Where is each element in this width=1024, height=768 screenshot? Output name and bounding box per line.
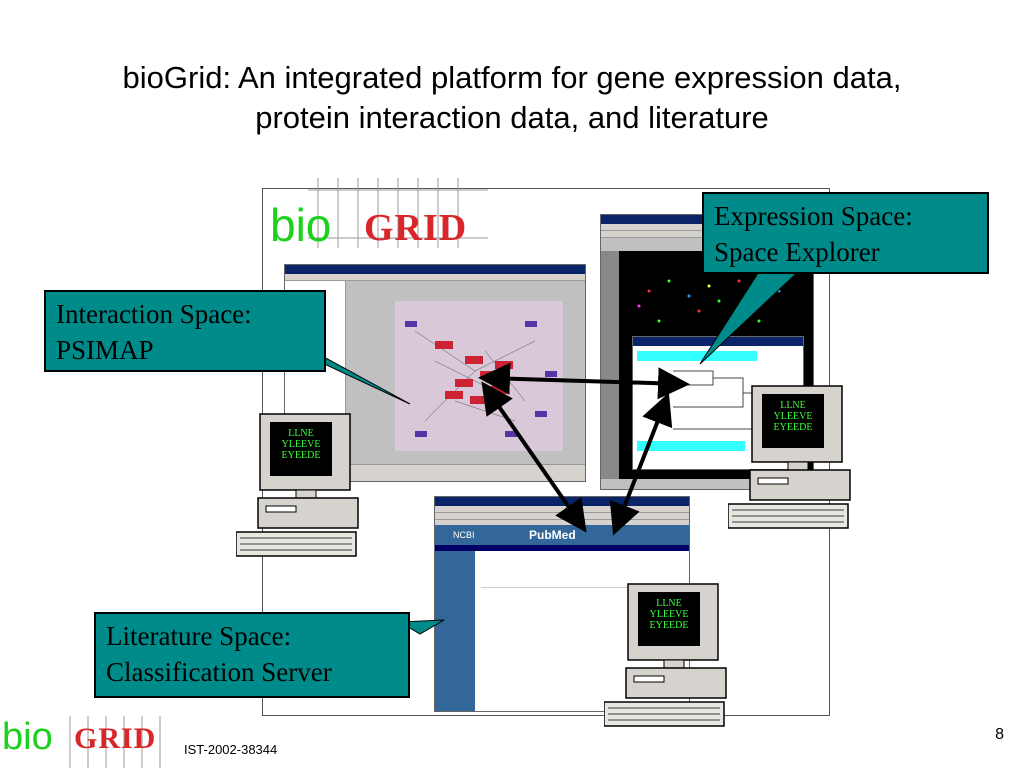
screen-text-line-3: EYEEDE [773,422,813,433]
slide-title-line-1: bioGrid: An integrated platform for gene… [122,60,902,95]
footer-logo-bio: bio [2,716,53,758]
callout-interaction-line-1: Interaction Space: [56,299,252,329]
callout-literature-line-1: Literature Space: [106,621,292,651]
project-id: IST-2002-38344 [184,742,278,757]
callout-literature-space: Literature Space: Classification Server [94,612,410,698]
footer-logo-lines [69,716,161,768]
screen-text-line-2: YLEEVE [773,411,813,422]
callout-expression-line-1: Expression Space: [714,201,913,231]
computer-icon-right: LLNE YLEEVE EYEEDE [727,382,858,537]
callout-interaction-line-2: PSIMAP [56,335,154,365]
footer-logo-grid: GRID [74,722,157,755]
screen-text-line-3: EYEEDE [281,450,321,461]
computer-icon-bottom: LLNE YLEEVE EYEEDE [603,580,734,735]
screen-text-line-3: EYEEDE [649,620,689,631]
screen-text-line-2: YLEEVE [281,439,321,450]
callout-expression-line-2: Space Explorer [714,237,880,267]
biogrid-logo-lines [308,178,488,248]
callout-expression-space: Expression Space: Space Explorer [702,192,989,274]
screen-text-line-1: LLNE [656,598,682,609]
ncbi-logo: NCBI [453,530,475,540]
logo-grid-text: GRID [364,207,468,249]
logo-bio-text: bio [270,199,332,251]
screen-text-line-1: LLNE [288,428,314,439]
callout-interaction-space: Interaction Space: PSIMAP [44,290,326,372]
screen-text-line-2: YLEEVE [649,609,689,620]
callout-literature-line-2: Classification Server [106,657,332,687]
computer-icon-left: LLNE YLEEVE EYEEDE [235,410,366,565]
screen-text-line-1: LLNE [780,400,806,411]
slide-title: bioGrid: An integrated platform for gene… [40,58,984,138]
slide-title-line-2: protein interaction data, and literature [255,100,769,135]
page-number: 8 [995,726,1004,743]
